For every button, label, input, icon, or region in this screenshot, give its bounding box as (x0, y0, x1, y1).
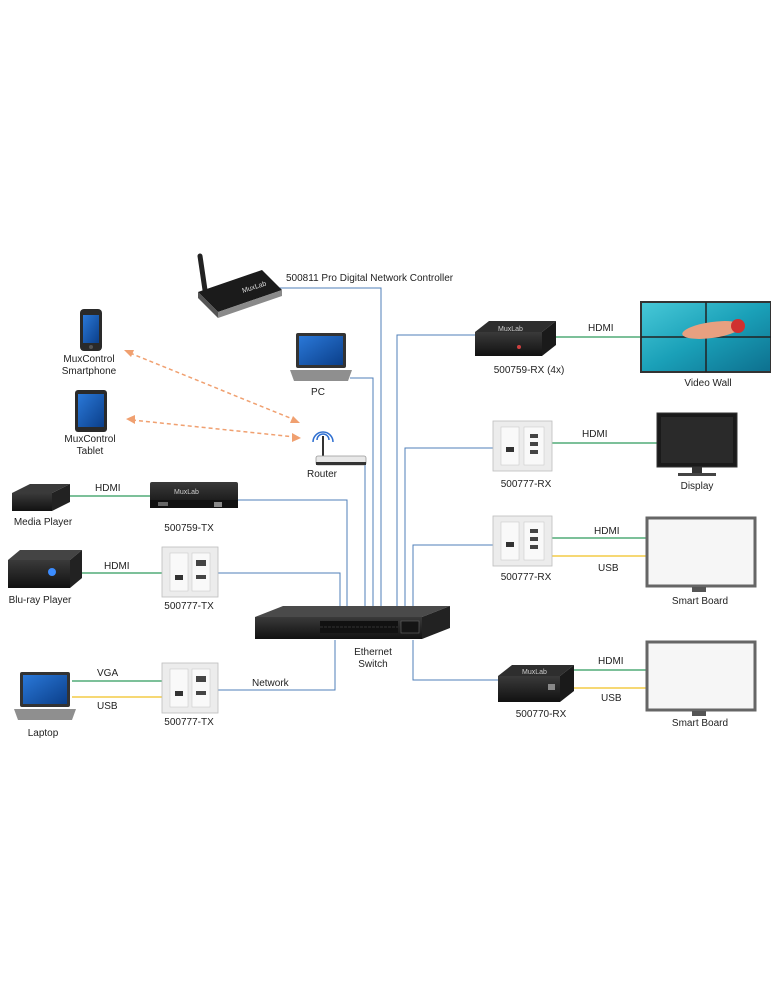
line-500777tx-a-switch (218, 572, 341, 610)
router-device (312, 431, 367, 466)
tablet-device (75, 390, 107, 432)
rx-500777-a-device (492, 420, 553, 472)
smart-board-a-device (645, 516, 757, 592)
label-smart-board-b: Smart Board (671, 718, 729, 729)
line-500777tx-b-switch (218, 640, 336, 691)
media-player-device (12, 484, 70, 511)
label-500759-rx: 500759-RX (4x) (493, 365, 565, 376)
link-label-usb-board-a: USB (598, 563, 619, 574)
line-500777rx-b-switch (412, 544, 493, 612)
link-label-hdmi-wall: HDMI (588, 323, 614, 334)
label-ethernet-switch: Ethernet Switch (354, 647, 392, 670)
wireless-smartphone-router (129, 352, 296, 421)
link-label-hdmi-media: HDMI (95, 483, 121, 494)
arrowhead-router-a (290, 416, 300, 423)
label-laptop: Laptop (27, 728, 59, 739)
link-label-hdmi-bluray: HDMI (104, 561, 130, 572)
brand-500759-rx: MuxLab (498, 326, 523, 333)
label-pc: PC (311, 387, 325, 398)
line-500770rx-switch (412, 640, 498, 681)
controller-device: MuxLab (197, 253, 282, 318)
label-500777-rx-a: 500777-RX (500, 479, 552, 490)
pc-device (290, 333, 352, 381)
bluray-player-device (8, 550, 82, 588)
rx-500759-device (475, 321, 556, 356)
link-label-usb-laptop: USB (97, 701, 118, 712)
line-controller-switch (278, 287, 382, 610)
smart-board-b-device (645, 640, 757, 716)
brand-500759-tx: MuxLab (174, 489, 199, 496)
link-label-hdmi-board-a: HDMI (594, 526, 620, 537)
link-label-usb-board-b: USB (601, 693, 622, 704)
link-label-network: Network (252, 678, 289, 689)
hdmi-lines (70, 336, 657, 682)
swimmer-shape (682, 321, 742, 339)
line-500759rx-switch (396, 334, 475, 610)
label-smart-board-a: Smart Board (671, 596, 729, 607)
tx-500777-b-device (161, 662, 219, 714)
wireless-links (124, 350, 301, 442)
arrowhead-tablet (126, 415, 135, 424)
link-label-hdmi-display: HDMI (582, 429, 608, 440)
line-500759tx-switch (238, 499, 348, 610)
brand-500770-rx: MuxLab (522, 669, 547, 676)
link-label-vga: VGA (97, 668, 119, 679)
rx-500777-b-device (492, 515, 553, 567)
tx-500777-a-device (161, 546, 219, 598)
wifi-antenna-icon (197, 253, 208, 293)
label-smartphone: MuxControl Smartphone (61, 354, 117, 377)
label-tablet: MuxControl Tablet (64, 434, 116, 457)
line-pc-switch (350, 377, 374, 610)
label-video-wall: Video Wall (684, 378, 732, 389)
smartphone-device (80, 309, 102, 351)
line-router-switch (340, 461, 366, 610)
line-500777rx-a-switch (404, 447, 493, 610)
label-500777-tx-a: 500777-TX (164, 601, 214, 612)
display-device (656, 412, 738, 476)
link-label-hdmi-board-b: HDMI (598, 656, 624, 667)
tx-500759-device (150, 482, 238, 508)
label-500759-tx: 500759-TX (164, 523, 214, 534)
usb-lines (72, 555, 647, 698)
arrowhead-router-b (292, 433, 301, 442)
laptop-device (14, 672, 76, 720)
ethernet-switch-device (255, 606, 450, 639)
video-wall-device (640, 301, 771, 373)
label-display: Display (680, 481, 714, 492)
wireless-tablet-router (131, 419, 296, 438)
label-router: Router (306, 469, 338, 480)
label-500770-rx: 500770-RX (515, 709, 567, 720)
label-500777-rx-b: 500777-RX (500, 572, 552, 583)
label-media-player: Media Player (13, 517, 73, 528)
arrowhead-smartphone (124, 350, 134, 357)
rx-500770-device (498, 665, 574, 702)
label-bluray-player: Blu-ray Player (8, 595, 72, 606)
label-500777-tx-b: 500777-TX (164, 717, 214, 728)
label-controller: 500811 Pro Digital Network Controller (286, 273, 454, 284)
